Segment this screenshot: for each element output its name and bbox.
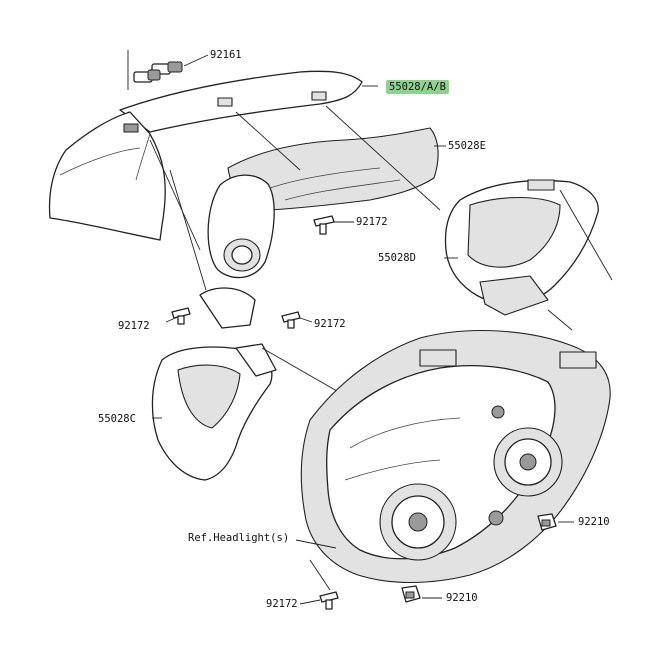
- part-92172-screws-bc: [165, 287, 313, 329]
- headlight-assembly: [295, 329, 611, 583]
- label-92172-left: 92172: [118, 320, 150, 332]
- part-55028d-right-cover: [444, 179, 613, 331]
- part-55028e-inner-cowl: [207, 127, 446, 279]
- part-92172-screw-a: [313, 215, 354, 235]
- label-55028d: 55028D: [378, 252, 416, 264]
- part-92210-clips: [401, 513, 574, 603]
- label-92161: 92161: [210, 49, 242, 61]
- label-92210-right: 92210: [578, 516, 610, 528]
- label-92210-bottom: 92210: [446, 592, 478, 604]
- label-92172-mid: 92172: [314, 318, 346, 330]
- part-92161-grommets: [127, 50, 209, 90]
- part-55028-upper-cowl: [48, 70, 378, 241]
- label-92172-bottom: 92172: [266, 598, 298, 610]
- label-ref-headlight: Ref.Headlight(s): [188, 532, 290, 544]
- label-92172-center: 92172: [356, 216, 388, 228]
- label-55028-a-b[interactable]: 55028/A/B: [386, 80, 449, 94]
- label-55028e: 55028E: [448, 140, 486, 152]
- part-92172-screw-d: [299, 559, 339, 610]
- label-55028c: 55028C: [98, 413, 136, 425]
- part-55028c-left-cover: [151, 343, 371, 481]
